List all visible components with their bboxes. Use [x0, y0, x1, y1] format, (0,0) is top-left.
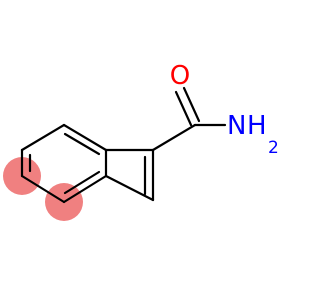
- hydrogen-label: H: [247, 111, 267, 141]
- bond-benzene-4: [20, 174, 66, 204]
- oxygen-label: O: [170, 61, 190, 91]
- bond-benzene-1: [62, 123, 108, 152]
- double-bond-inner-2: [63, 170, 101, 195]
- hydrogen-count-subscript: 2: [268, 138, 279, 158]
- bond-benzene-6: [20, 123, 66, 152]
- structure-canvas: O N H 2: [3, 61, 279, 221]
- bond-benzene-3: [62, 174, 108, 204]
- nitrogen-label: N: [227, 111, 246, 141]
- cyclobutene-ring: [104, 148, 155, 202]
- bond-carbonyl-double-a: [174, 90, 193, 127]
- bond-ring-to-carbonyl: [151, 123, 197, 152]
- benzene-ring: [20, 123, 108, 204]
- carboxamide-group: [151, 86, 227, 152]
- bond-four-ring-bottom: [104, 174, 155, 202]
- double-bond-inner-1: [63, 132, 101, 156]
- bond-carbonyl-double-b: [182, 86, 201, 123]
